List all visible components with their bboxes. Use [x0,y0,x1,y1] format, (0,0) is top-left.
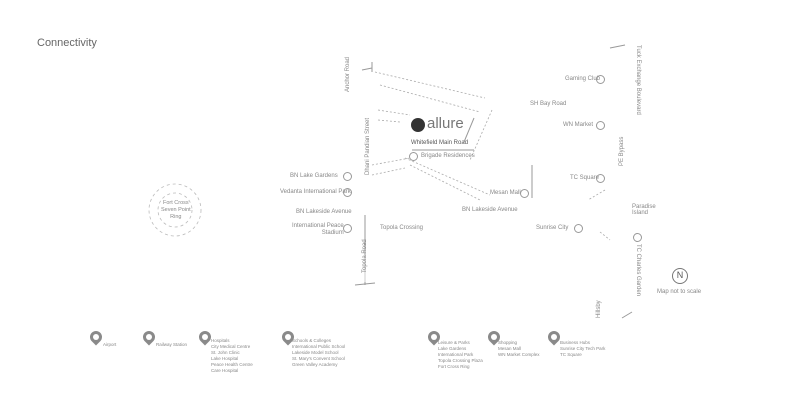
tc-square-icon [596,174,605,183]
topola-crossing-label: Topola Crossing [380,225,424,231]
legend-text: Schools & Colleges International Public … [292,338,346,367]
lakeside-avenue-right-label: BN Lakeside Avenue [462,207,518,213]
peace-stadium-label: International Peace Stadium [292,223,344,236]
legend-text: Hospitals City Medical Centre St. John C… [211,338,253,373]
sunrise-city-label: Sunrise City [536,225,569,231]
legend-text: Airport [103,342,117,347]
topola-road-label: Topola Road [362,239,368,273]
anchor-road-label: Anchor Road [345,56,351,92]
lake-gardens-label: BN Lake Gardens [290,173,338,179]
tuck-boulevard-label: Tuck Exchange Boulevard [635,45,641,115]
charles-garden-label: TC Charles Garden [635,244,641,297]
ring-label: Fort Cross Seven Point Ring [161,200,191,220]
gaming-club-icon [596,75,605,84]
page-title: Connectivity [37,37,97,49]
lakeside-avenue-left-label: BN Lakeside Avenue [296,209,352,215]
gaming-club-label: Gaming Club [565,76,601,82]
vedanta-park-icon [343,188,352,197]
dhani-street-label: Dhani Pandian Street [365,117,371,175]
sh-bay-road-label: SH Bay Road [530,101,567,107]
legend-text: Leisure & Parks Lake Gardens Internation… [438,340,483,369]
lake-gardens-icon [343,172,352,181]
pe-bypass-label: PE Bypass [619,136,625,166]
project-logo-icon [411,118,425,132]
tc-square-label: TC Square [570,175,600,181]
hillsby-label: Hillsby [596,300,602,318]
mesan-mall-label: Mesan Mall [490,190,521,196]
mesan-mall-icon [520,189,529,198]
project-logo: allure [427,115,464,132]
legend-text: Shopping Mesan Mall WN Market Complex [498,340,540,357]
vedanta-park-label: Vedanta International Park [280,189,351,195]
landmark-icon [409,152,418,161]
wn-market-label: WN Market [563,122,593,128]
sunrise-city-icon [574,224,583,233]
wn-market-icon [596,121,605,130]
charles-garden-icon [633,233,642,242]
landmark-label: Brigade Residences [421,153,475,159]
legend-text: Business Hubs Sunrise City Tech Park TC … [560,340,606,357]
project-road: Whitefield Main Road [411,140,469,146]
north-compass-icon: N [672,268,688,284]
peace-stadium-icon [343,224,352,233]
paradise-island-label: Paradise Island [632,204,656,216]
legend-text: Railway Station [156,342,188,347]
map-note: Map not to scale [657,289,702,295]
